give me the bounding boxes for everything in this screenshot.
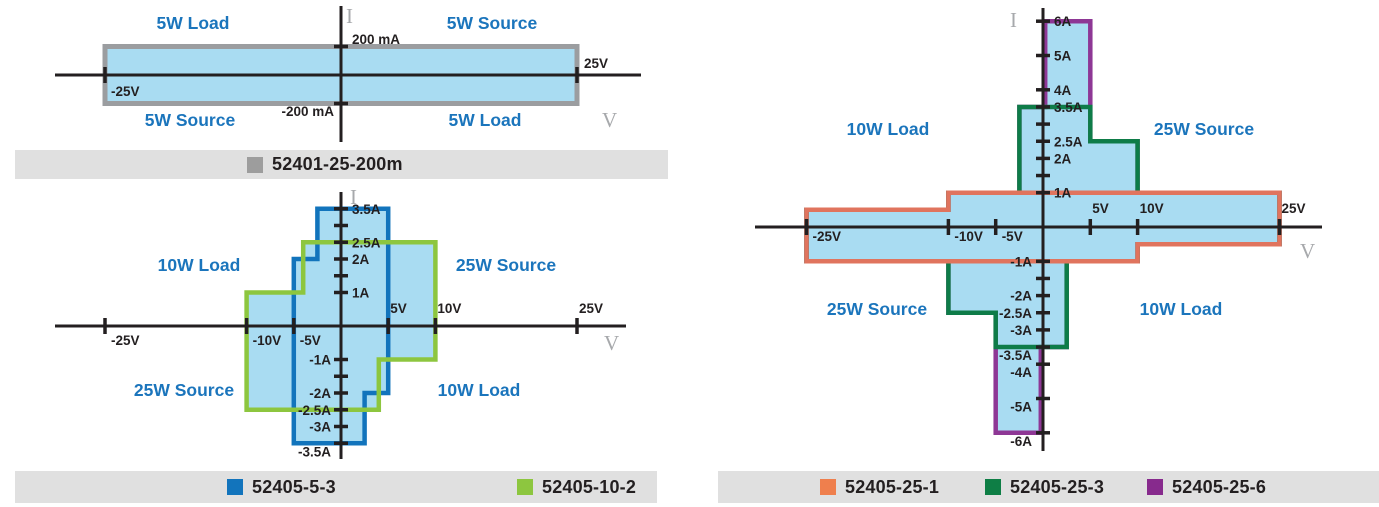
x-tick-label: -25V [111, 333, 140, 348]
x-tick-label: -25V [813, 229, 842, 244]
y-tick-label: 1A [1054, 186, 1072, 201]
y-tick-label: 4A [1054, 83, 1072, 98]
y-tick-label: 200 mA [352, 32, 400, 47]
x-axis-letter: V [602, 108, 617, 132]
y-tick-label: -5A [1010, 400, 1032, 415]
x-tick-label: 25V [584, 56, 608, 71]
legend-item: 52405-25-1 [820, 471, 939, 503]
legend-label: 52401-25-200m [272, 154, 403, 174]
y-tick-label: -6A [1010, 434, 1032, 449]
y-axis-letter: I [350, 185, 357, 209]
legend-item: 52405-25-3 [985, 471, 1104, 503]
legend-swatch-blue [227, 479, 243, 495]
y-tick-label: 2A [1054, 151, 1072, 166]
legend-label: 52405-5-3 [252, 476, 336, 497]
quadrant-label: 5W Load [449, 110, 522, 130]
y-tick-label: -2.5A [298, 403, 331, 418]
y-tick-label: -3.5A [298, 444, 331, 459]
y-tick-label: -1A [1010, 254, 1032, 269]
legend-swatch-dark-green [985, 479, 1001, 495]
quadrant-label: 5W Source [447, 13, 538, 33]
legend-bar-52401: 52401-25-200m [15, 150, 668, 179]
quadrant-label: 25W Source [827, 299, 927, 319]
y-tick-label: 2.5A [1054, 134, 1083, 149]
legend-bar-52405-low: 52405-5-3 52405-10-2 [15, 471, 657, 503]
y-tick-label: -4A [1010, 365, 1032, 380]
y-tick-label: 2A [352, 252, 370, 267]
y-tick-label: -2A [309, 386, 331, 401]
x-tick-label: 10V [1140, 201, 1164, 216]
quadrant-label: 5W Load [157, 13, 230, 33]
legend-item: 52405-5-3 [227, 471, 336, 503]
envelope-outline-52405-5-3 [291, 206, 391, 446]
x-tick-label: 10V [437, 301, 461, 316]
chart-envelope-25v: -25V -10V -5V 5V 10V 25V 6A 5A 4A 3.5A 2.5A 2A 1A -1A… [755, 8, 1322, 451]
legend-label: 52405-10-2 [542, 476, 637, 497]
x-tick-label: -10V [253, 333, 282, 348]
y-tick-label: 2.5A [352, 235, 381, 250]
legend-swatch-orange [820, 479, 836, 495]
quadrant-label: 10W Load [438, 380, 521, 400]
legend-swatch-purple [1147, 479, 1163, 495]
legend-bar-52405-25: 52405-25-1 52405-25-3 52405-25-6 [718, 471, 1379, 503]
envelope-outline-52401-25-200m [102, 44, 580, 106]
legend-item: 52405-10-2 [517, 471, 636, 503]
y-tick-label: -2A [1010, 289, 1032, 304]
x-tick-label: 5V [390, 301, 407, 316]
legend-swatch-gray [247, 156, 263, 173]
quadrant-label: 10W Load [158, 255, 241, 275]
x-tick-label: -5V [300, 333, 321, 348]
y-tick-label: -3A [1010, 323, 1032, 338]
y-tick-label: -3A [309, 420, 331, 435]
y-tick-label: -2.5A [999, 306, 1032, 321]
legend-label: 52405-25-1 [845, 476, 940, 497]
y-tick-label: -1A [309, 353, 331, 368]
y-tick-label: 1A [352, 286, 370, 301]
quadrant-label: 5W Source [145, 110, 236, 130]
chart-envelope-5v-10v: -25V -10V -5V 5V 10V 25V 3.5A 2.5A 2A 1A -1A -2A -2.… [55, 185, 626, 459]
legend-item: 52401-25-200m [247, 150, 403, 179]
x-axis-letter: V [1300, 239, 1315, 263]
y-tick-label: 3.5A [1054, 100, 1083, 115]
quadrant-label: 10W Load [1140, 299, 1223, 319]
y-tick-label: -200 mA [281, 104, 334, 119]
quadrant-label: 25W Source [456, 255, 556, 275]
x-tick-label: -10V [954, 229, 983, 244]
chart-envelope-5w: 200 mA -200 mA 25V -25V 5W Load 5W Source 5W S… [55, 4, 641, 142]
legend-label: 52405-25-6 [1172, 476, 1267, 497]
quadrant-label: 25W Source [1154, 119, 1254, 139]
y-axis-letter: I [346, 4, 353, 28]
legend-swatch-light-green [517, 479, 533, 495]
x-tick-label: 25V [579, 301, 603, 316]
envelope-outline-52405-25-1 [804, 190, 1282, 264]
x-axis-letter: V [604, 331, 619, 355]
x-tick-label: 25V [1282, 201, 1306, 216]
y-tick-label: 5A [1054, 49, 1072, 64]
legend-label: 52405-25-3 [1010, 476, 1105, 497]
x-tick-label: 5V [1092, 201, 1109, 216]
quadrant-label: 25W Source [134, 380, 234, 400]
envelope-outline-52405-10-2 [244, 240, 438, 413]
x-tick-label: -5V [1002, 229, 1023, 244]
x-tick-label: -25V [111, 84, 140, 99]
y-tick-label: 6A [1054, 14, 1072, 29]
quadrant-label: 10W Load [847, 119, 930, 139]
y-axis-letter: I [1010, 8, 1017, 32]
y-tick-label: 3.5A [352, 202, 381, 217]
y-tick-label: -3.5A [999, 348, 1032, 363]
legend-item: 52405-25-6 [1147, 471, 1266, 503]
